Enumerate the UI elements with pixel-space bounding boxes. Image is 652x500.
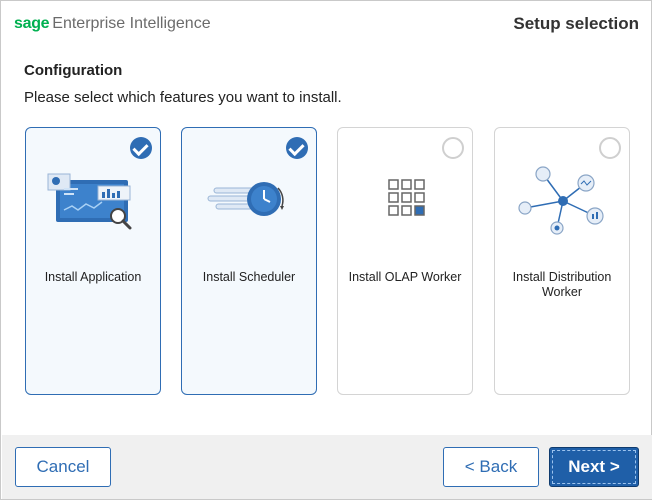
logo-product: Enterprise Intelligence [52, 15, 211, 32]
feature-card-scheduler[interactable]: Install Scheduler [181, 127, 317, 395]
back-button[interactable]: < Back [443, 447, 539, 487]
logo-brand: sage [14, 15, 50, 32]
feature-card-distribution-worker[interactable]: Install Distribution Worker [494, 127, 630, 395]
feature-label: Install OLAP Worker [348, 270, 462, 284]
application-dashboard-icon [47, 173, 132, 230]
cancel-button[interactable]: Cancel [15, 447, 111, 487]
feature-label: Install Application [44, 270, 142, 284]
selected-check-icon[interactable] [286, 137, 308, 159]
feature-cards: Install Application Install Scheduler [25, 127, 631, 395]
scheduler-clock-icon [207, 182, 284, 216]
distribution-network-icon [518, 166, 604, 235]
unselected-radio-icon[interactable] [599, 137, 621, 159]
step-title: Setup selection [513, 14, 639, 33]
feature-card-olap-worker[interactable]: Install OLAP Worker [337, 127, 473, 395]
next-button[interactable]: Next > [549, 447, 639, 487]
selected-check-icon[interactable] [130, 137, 152, 159]
section-title: Configuration [24, 62, 123, 79]
unselected-radio-icon[interactable] [442, 137, 464, 159]
footer-bar: Cancel < Back Next > [2, 435, 652, 499]
feature-label: Install Distribution Worker [512, 270, 612, 299]
feature-card-application[interactable]: Install Application [25, 127, 161, 395]
instruction-text: Please select which features you want to… [24, 89, 342, 106]
olap-grid-icon [388, 179, 425, 216]
feature-label: Install Scheduler [202, 270, 296, 284]
